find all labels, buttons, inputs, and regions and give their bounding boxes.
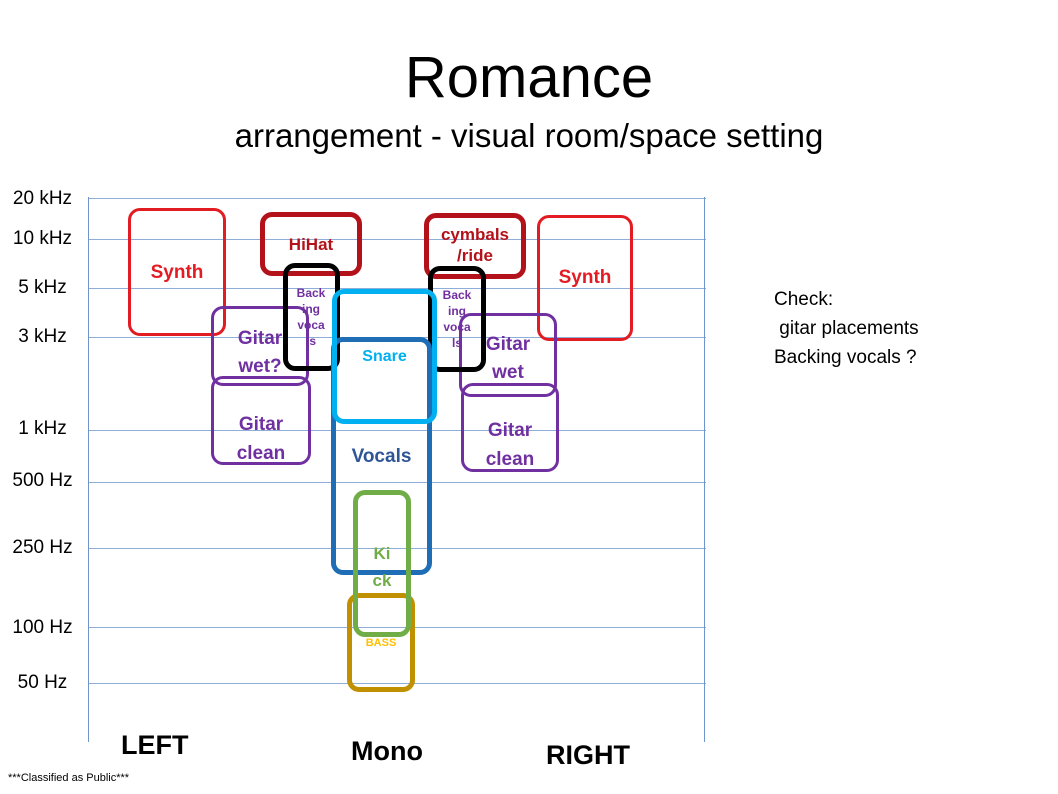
gridline-20khz	[88, 198, 706, 199]
backing-vocals-right-label: Back ing voca ls	[442, 288, 472, 350]
y-label-10khz: 10 kHz	[12, 228, 73, 249]
diagram-subtitle: arrangement - visual room/space setting	[234, 117, 824, 154]
gridline-100hz	[88, 627, 706, 628]
note-line-2: Backing vocals ?	[774, 347, 917, 368]
gridline-500hz	[88, 482, 706, 483]
y-label-1khz: 1 kHz	[18, 418, 67, 439]
snare-label: Snare	[362, 348, 407, 365]
y-axis-line	[88, 197, 89, 742]
gitar-wet-right-label: Gitar wet	[485, 334, 531, 383]
gridline-10khz	[88, 239, 706, 240]
synth-left-box	[128, 208, 226, 336]
x-label-mono: Mono	[351, 736, 423, 766]
gridline-250hz	[88, 548, 706, 549]
y-label-20khz: 20 kHz	[12, 188, 73, 209]
gitar-wet-left-label: Gitar wet?	[237, 328, 283, 377]
diagram-title: Romance	[404, 45, 654, 110]
synth-right-box	[537, 215, 633, 341]
backing-vocals-left-label: Back ing voca ls	[296, 286, 326, 348]
gitar-wet-left-box	[211, 306, 309, 386]
y-label-5khz: 5 kHz	[18, 277, 67, 298]
x-label-right: RIGHT	[546, 740, 630, 770]
x-label-left: LEFT	[121, 730, 189, 760]
classification-footer: ***Classified as Public***	[8, 772, 130, 784]
y-label-100hz: 100 Hz	[12, 617, 73, 638]
gridline-1khz	[88, 430, 706, 431]
gitar-clean-right-box	[461, 383, 559, 472]
hihat-label: HiHat	[288, 235, 334, 254]
gridline-5khz	[88, 288, 706, 289]
bass-box	[347, 593, 415, 692]
vocals-box	[331, 337, 432, 575]
y-label-50hz: 50 Hz	[17, 672, 68, 693]
kick-label: Ki ck	[372, 544, 392, 590]
note-heading: Check:	[774, 289, 834, 310]
y-label-250hz: 250 Hz	[12, 537, 73, 558]
gitar-wet-right-box	[459, 313, 557, 397]
gitar-clean-left-label: Gitar clean	[236, 414, 286, 464]
gitar-clean-right-label: Gitar clean	[485, 420, 535, 470]
snare-box	[332, 289, 437, 424]
y-label-3khz: 3 kHz	[18, 326, 67, 347]
kick-box	[353, 490, 411, 637]
backing-vocals-right-box	[428, 266, 486, 372]
gridline-50hz	[88, 683, 706, 684]
synth-right-label: Synth	[558, 267, 612, 288]
cymbals-label: cymbals /ride	[440, 225, 510, 265]
bass-label: BASS	[365, 637, 397, 649]
y-label-500hz: 500 Hz	[12, 470, 73, 491]
vocals-label: Vocals	[351, 446, 412, 467]
backing-vocals-left-box	[283, 263, 340, 371]
gitar-clean-left-box	[211, 376, 311, 465]
note-line-1: gitar placements	[774, 318, 919, 339]
synth-left-label: Synth	[150, 262, 204, 283]
right-axis-line	[704, 197, 705, 742]
hihat-box	[260, 212, 362, 276]
